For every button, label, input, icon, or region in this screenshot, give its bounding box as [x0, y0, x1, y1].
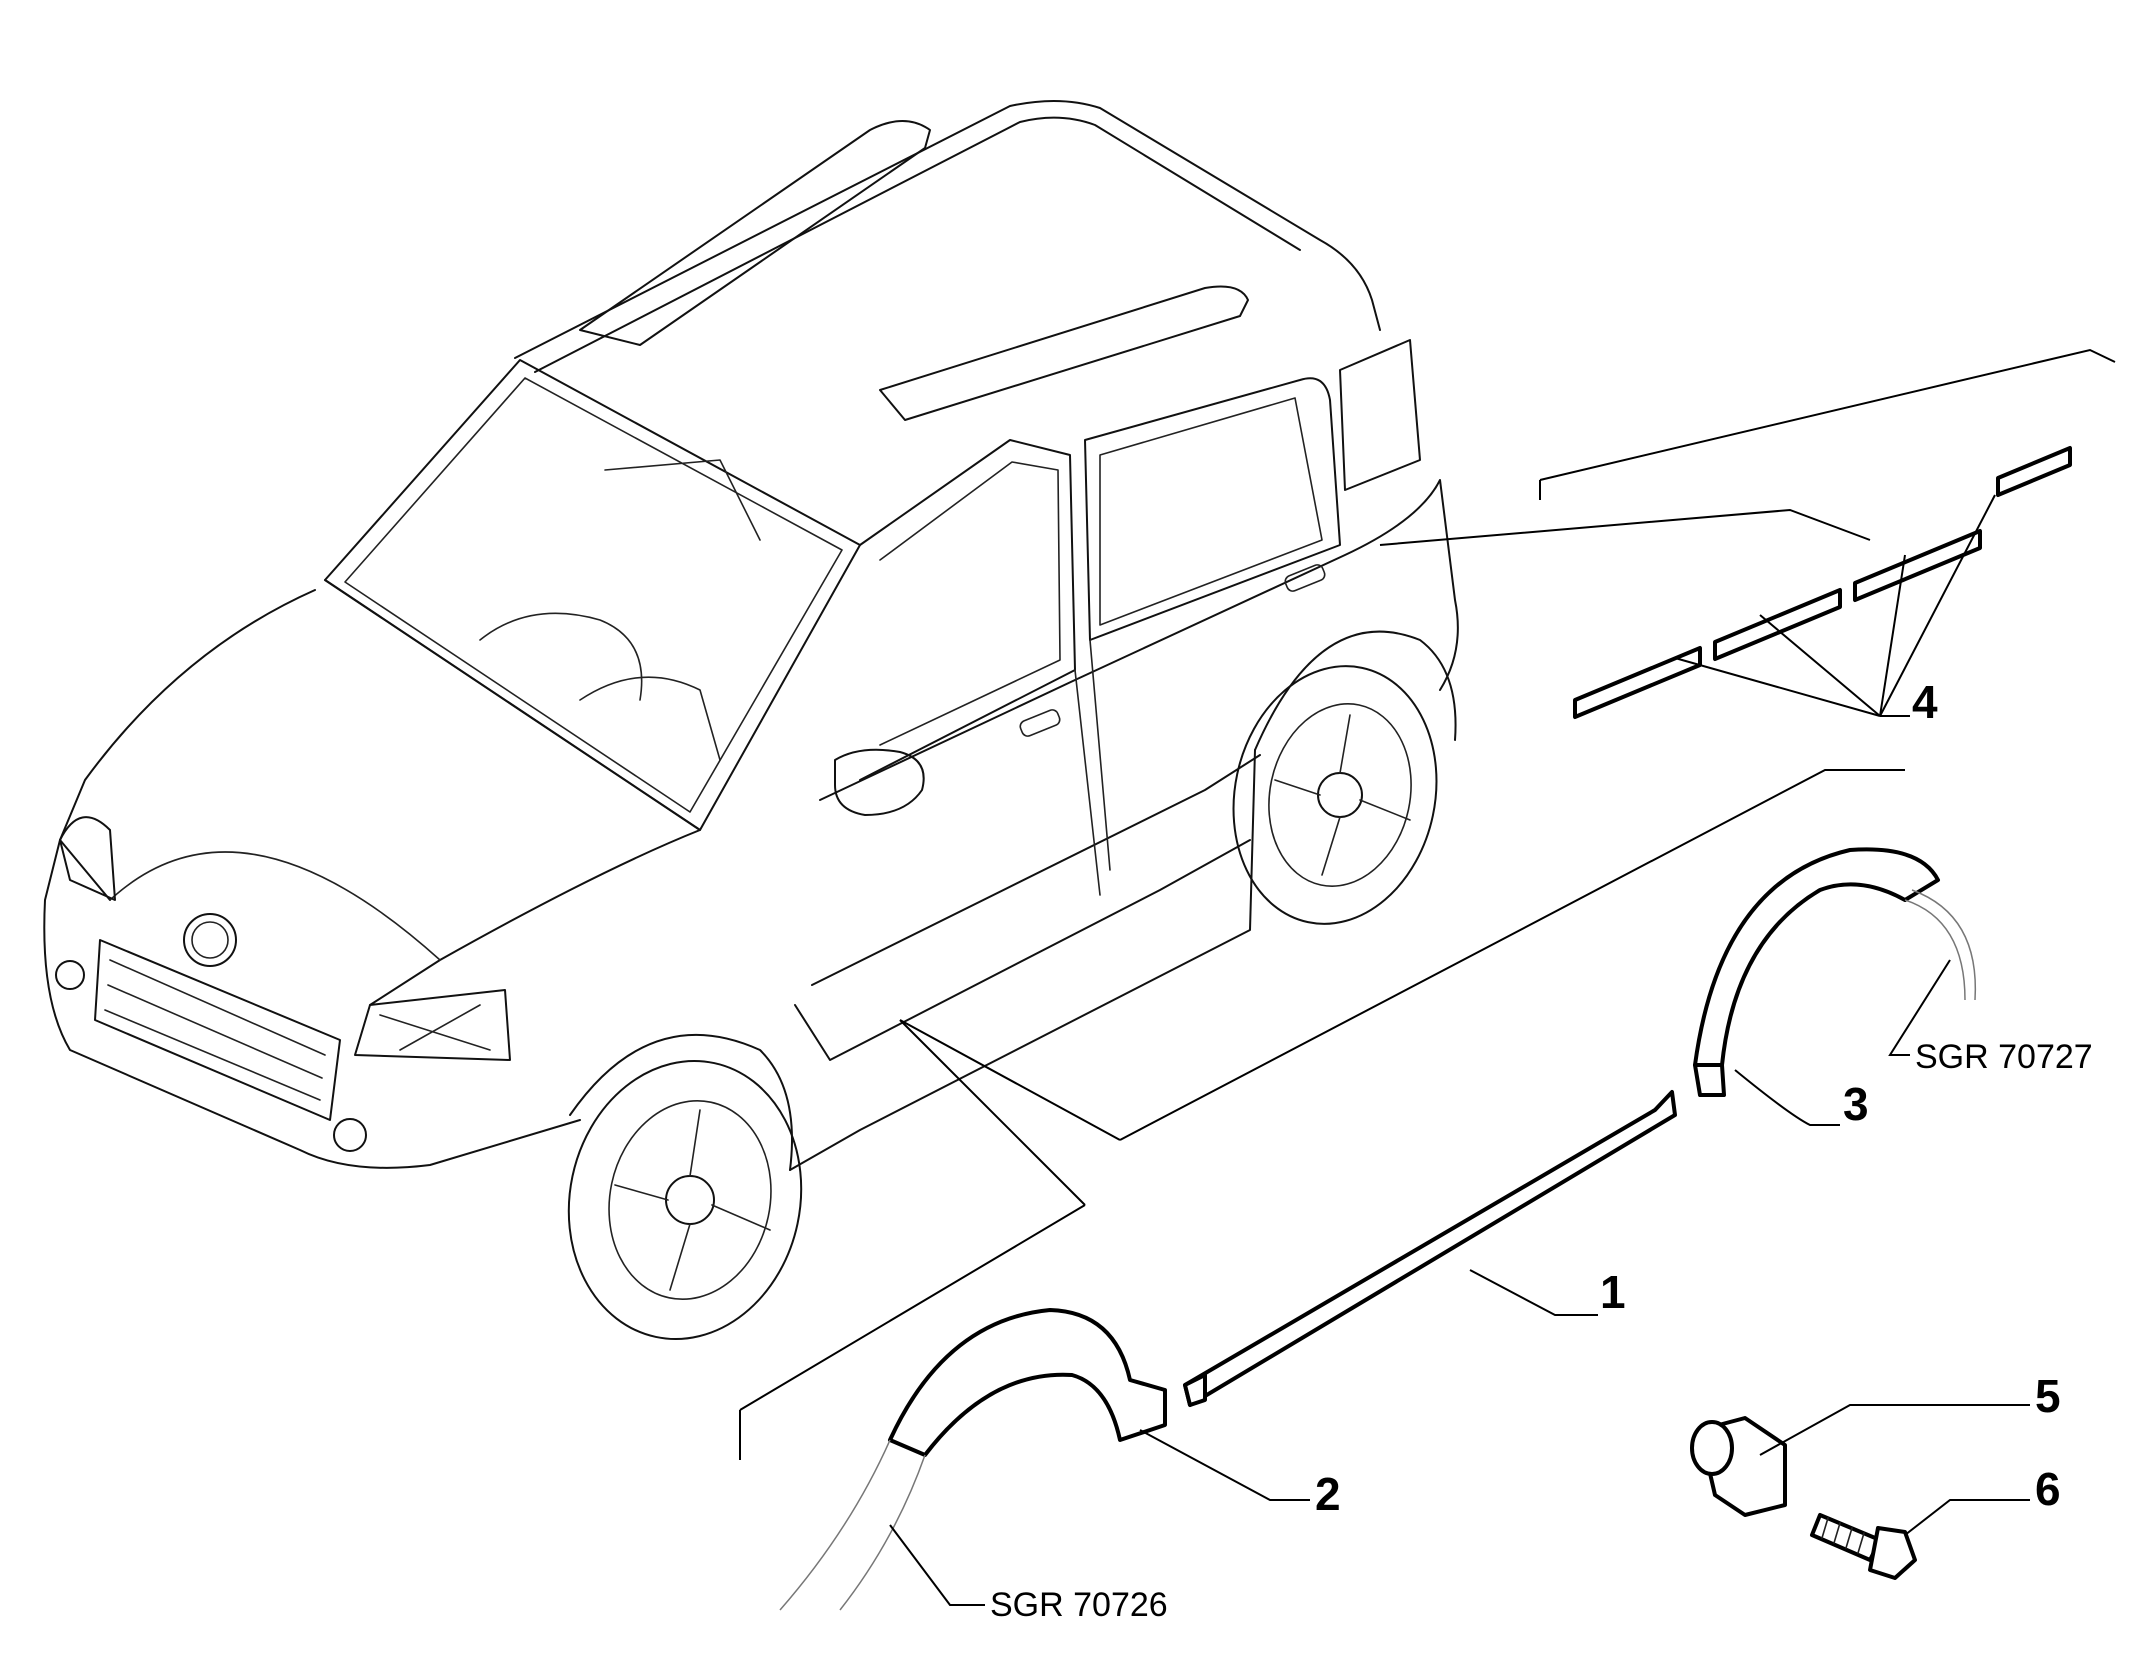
car-illustration [43, 100, 1459, 1341]
callout-1: 1 [1600, 1266, 1626, 1318]
side-molding-part [1183, 1090, 1677, 1407]
callout-2: 2 [1315, 1468, 1341, 1520]
callout-4: 4 [1912, 676, 1938, 728]
front-arch-molding-part [739, 769, 1905, 1611]
callout-6: 6 [2035, 1463, 2061, 1515]
rear-arch-molding-part [1693, 847, 1977, 1126]
callout-3: 3 [1843, 1078, 1869, 1130]
reference-sgr-70726: SGR 70726 [990, 1586, 1168, 1624]
callout-5: 5 [2035, 1370, 2061, 1422]
screw-part [1810, 1499, 2030, 1580]
decal-strips-part [1379, 348, 2116, 719]
clip-part [1690, 1404, 2030, 1517]
reference-sgr-70727: SGR 70727 [1915, 1038, 2093, 1076]
